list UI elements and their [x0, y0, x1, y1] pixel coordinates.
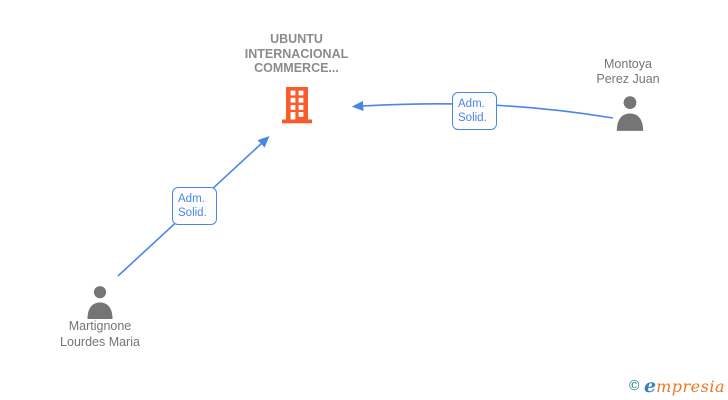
- company-node-label[interactable]: UBUNTU INTERNACIONAL COMMERCE...: [244, 32, 349, 75]
- person-icon: [616, 96, 644, 131]
- person-node-montoya[interactable]: [614, 95, 646, 136]
- building-icon: [282, 87, 312, 124]
- edge-label-martignone: Adm. Solid.: [172, 187, 217, 225]
- brand-name: mpresia: [656, 377, 725, 396]
- company-node[interactable]: [282, 87, 312, 129]
- person-node-martignone[interactable]: [84, 285, 116, 324]
- brand-letter: e: [644, 375, 657, 397]
- person-node-label-montoya[interactable]: Montoya Perez Juan: [596, 57, 660, 86]
- empresia-logo[interactable]: ©empresia: [628, 375, 726, 397]
- person-icon: [87, 286, 113, 319]
- copyright-icon: ©: [627, 378, 642, 394]
- person-node-label-martignone[interactable]: Martignone Lourdes Maria: [60, 319, 140, 349]
- edge-label-montoya: Adm. Solid.: [452, 92, 497, 130]
